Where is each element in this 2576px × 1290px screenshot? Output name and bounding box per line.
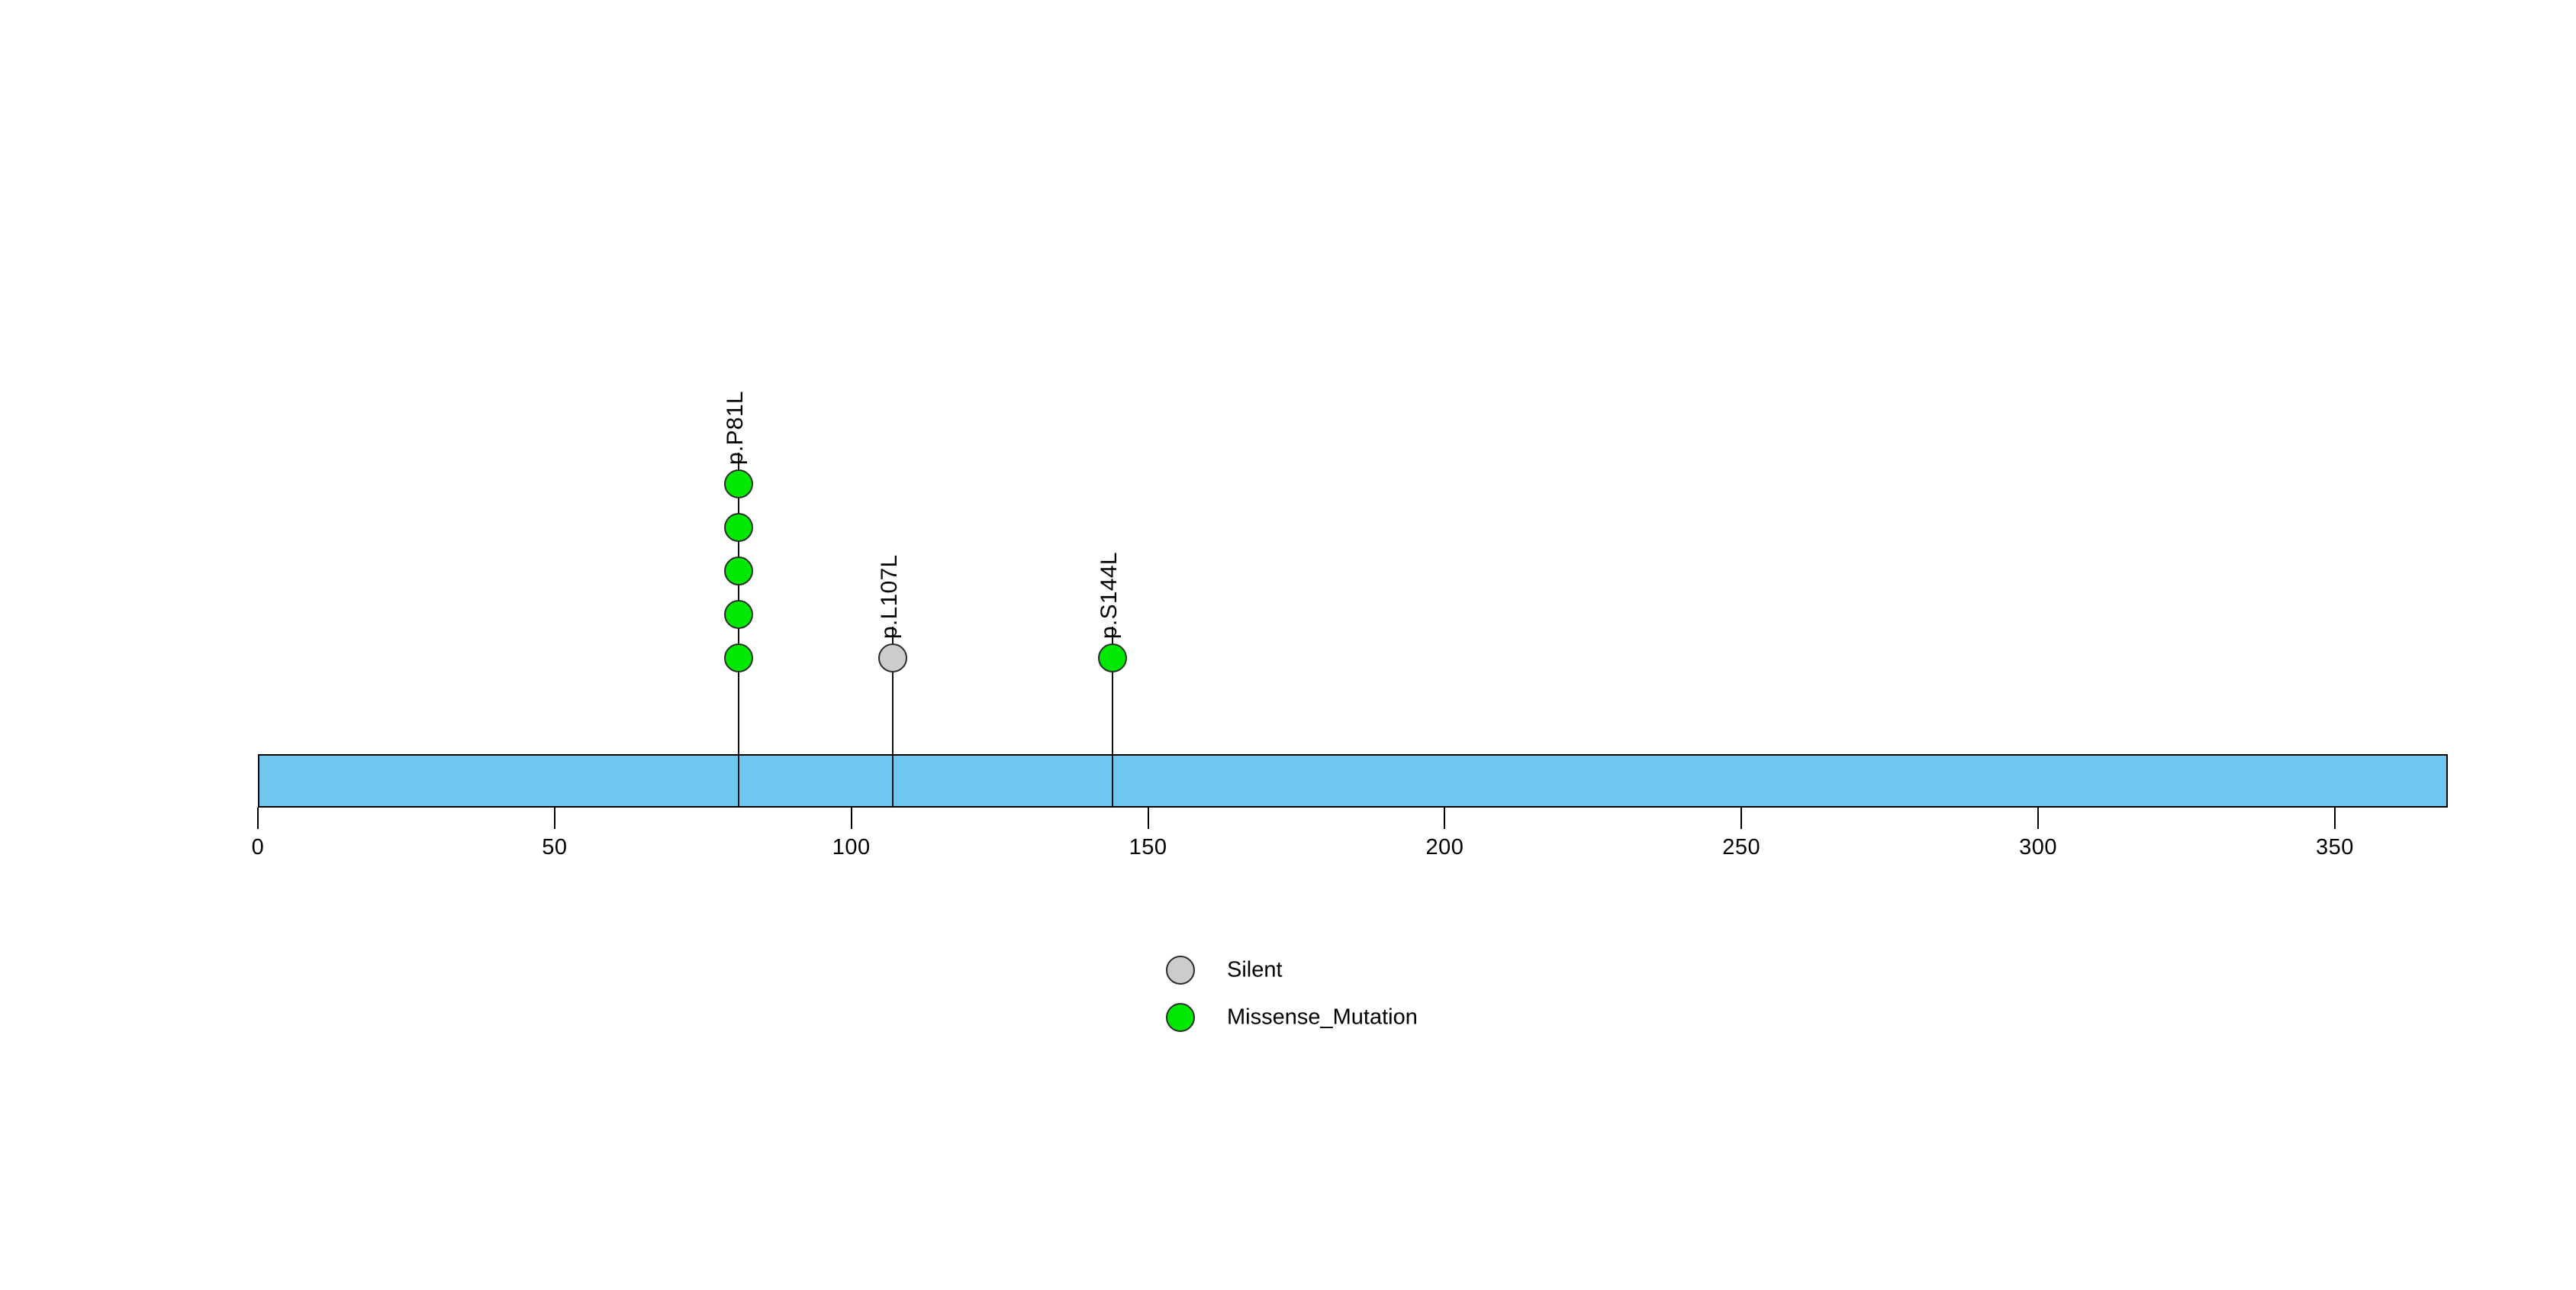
lollipop-stem-p.S144L [1111,627,1113,808]
axis-tick-50 [553,808,555,829]
legend-label-Silent: Silent [1227,957,1283,982]
lollipop-dot-p.P81L-1[interactable] [723,643,753,672]
lollipop-dot-p.P81L-3[interactable] [723,556,753,585]
lollipop-dot-p.P81L-4[interactable] [723,513,753,542]
axis-tick-label-150: 150 [1129,835,1167,859]
axis-tick-label-350: 350 [2315,835,2354,859]
axis-tick-300 [2037,808,2040,829]
protein-backbone-bar [258,754,2448,808]
axis-tick-label-50: 50 [542,835,568,859]
axis-tick-label-200: 200 [1425,835,1464,859]
lollipop-label-p.L107L: p.L107L [877,554,903,639]
axis-tick-250 [1740,808,1743,829]
axis-tick-150 [1147,808,1149,829]
legend-label-Missense_Mutation: Missense_Mutation [1227,1005,1418,1030]
axis-tick-label-0: 0 [251,835,265,859]
axis-tick-100 [850,808,852,829]
lollipop-label-p.S144L: p.S144L [1096,552,1122,639]
axis-tick-0 [257,808,259,829]
legend-swatch-Silent [1166,956,1195,985]
legend-swatch-Missense_Mutation [1166,1003,1195,1032]
axis-tick-label-300: 300 [2019,835,2058,859]
lollipop-stem-p.P81L [737,453,739,808]
axis-tick-label-100: 100 [832,835,871,859]
lollipop-dot-p.S144L-1[interactable] [1097,643,1127,672]
axis-tick-label-250: 250 [1722,835,1761,859]
lollipop-dot-p.P81L-2[interactable] [723,600,753,629]
lollipop-label-p.P81L: p.P81L [722,391,748,465]
lollipop-dot-p.L107L-1[interactable] [878,643,908,672]
lollipop-dot-p.P81L-5[interactable] [723,469,753,498]
lollipop-stem-p.L107L [892,627,894,808]
axis-tick-200 [1444,808,1446,829]
axis-tick-350 [2333,808,2336,829]
